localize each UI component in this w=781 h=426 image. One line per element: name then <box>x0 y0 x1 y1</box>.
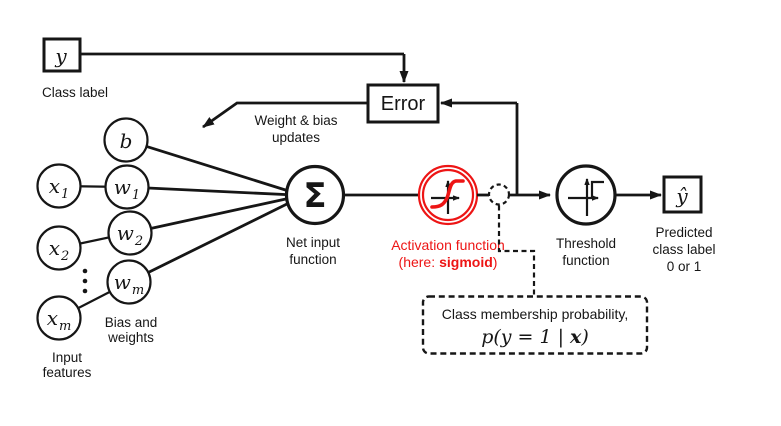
predicted-caption-2: class label <box>652 242 715 257</box>
error-box <box>366 83 440 124</box>
input-x1-label: x1 <box>49 174 70 202</box>
bias-label: b <box>120 129 133 153</box>
predicted-label-box <box>662 175 703 214</box>
weight-wm-label: wm <box>114 270 144 298</box>
input-xm-label: xm <box>47 306 72 334</box>
wire-w1-sigma <box>126 185 296 197</box>
predicted-caption-3: 0 or 1 <box>667 259 702 274</box>
bias-node <box>103 117 149 163</box>
class-label-box <box>42 37 82 73</box>
class-label-caption: Class label <box>42 85 108 100</box>
wire-w2-sigma <box>129 195 296 235</box>
wire-weight-updates-arrow <box>202 101 368 129</box>
predicted-caption-1: Predicted <box>655 225 712 240</box>
net-input-node <box>284 164 346 226</box>
probability-callout-box <box>421 295 649 355</box>
input-features-caption-1: Input <box>52 350 82 365</box>
class-label-symbol: y <box>54 44 67 68</box>
probability-formula: p(y = 1 |x) <box>481 326 589 348</box>
wire-wm-sigma <box>128 198 296 284</box>
activation-caption-2: (here:sigmoid) <box>399 254 498 270</box>
activation-caption-1: Activation function <box>391 237 505 253</box>
input-x2-label: x2 <box>49 236 70 264</box>
input-xm-node <box>36 295 82 341</box>
input-features-caption-2: features <box>43 365 92 380</box>
wire-b-sigma <box>125 138 296 195</box>
input-x1-node <box>36 163 82 209</box>
weight-w1-node <box>104 164 150 210</box>
net-input-caption-1: Net input <box>286 235 340 250</box>
step-function-icon <box>568 178 604 216</box>
weight-w2-node <box>107 210 153 256</box>
wire-tap-callout-dashed <box>497 205 536 295</box>
activation-node-inner <box>421 168 475 222</box>
feedback-caption-line1: Weight & bias <box>254 113 337 128</box>
threshold-caption-1: Threshold <box>556 236 616 251</box>
error-label: Error <box>381 93 426 115</box>
threshold-caption-2: function <box>562 253 609 268</box>
probability-tap-node <box>487 183 511 206</box>
ellipsis-dots <box>82 268 88 294</box>
bias-weights-caption-1: Bias and <box>105 315 158 330</box>
bias-weights-caption-2: weights <box>107 330 154 345</box>
feedback-caption-line2: updates <box>272 130 320 145</box>
net-input-symbol: Σ <box>303 176 326 216</box>
net-input-caption-2: function <box>289 252 336 267</box>
weight-w2-label: w2 <box>117 221 143 249</box>
weight-wm-node <box>106 259 152 305</box>
probability-caption: Class membership probability, <box>442 306 628 322</box>
input-x2-node <box>36 225 82 271</box>
weight-w1-label: w1 <box>114 175 140 203</box>
sigmoid-curve-icon <box>430 179 465 209</box>
predicted-label-symbol: ŷ <box>675 184 688 208</box>
